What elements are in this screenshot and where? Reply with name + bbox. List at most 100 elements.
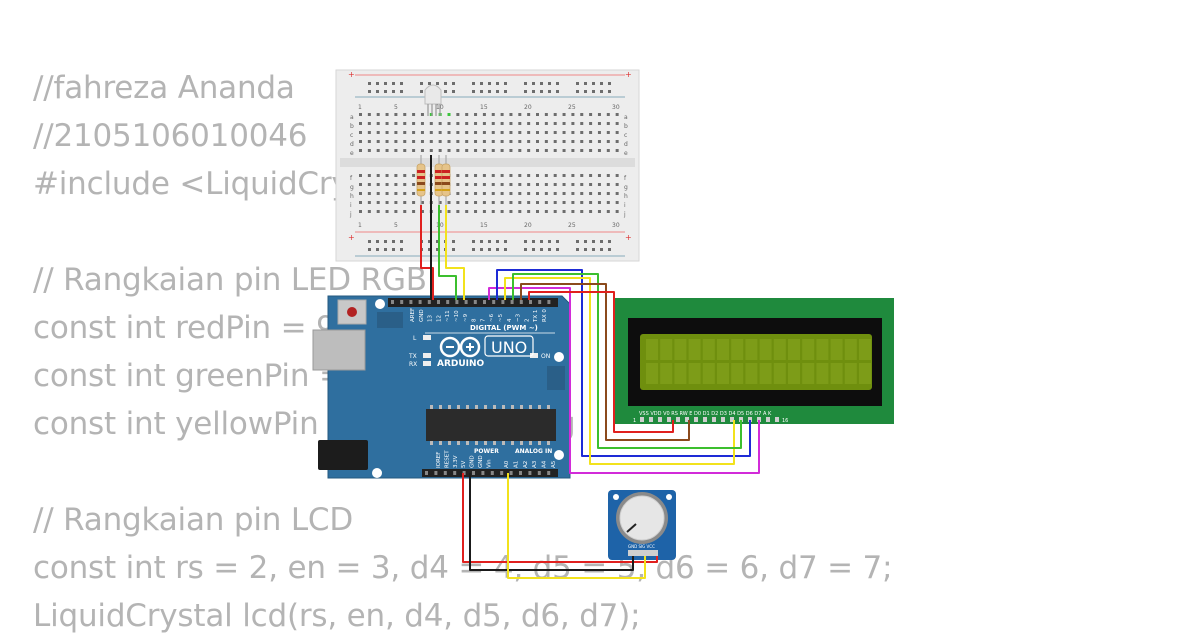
breadboard-hole	[412, 131, 416, 134]
breadboard-hole	[544, 210, 548, 213]
wire-green-led[interactable]	[438, 205, 457, 300]
resistor-2[interactable]	[434, 155, 444, 205]
breadboard-hole	[491, 113, 495, 116]
breadboard-hole	[403, 122, 407, 125]
lcd-cell	[731, 339, 744, 360]
breadboard-hole	[482, 122, 486, 125]
rail-hole	[548, 248, 551, 251]
breadboard-hole	[544, 149, 548, 152]
breadboard-hole	[589, 149, 593, 152]
led-dome	[424, 84, 442, 105]
header-pin	[418, 300, 422, 304]
breadboard-hole	[474, 192, 478, 195]
breadboard-hole	[456, 192, 460, 195]
wire-red-pot-vcc[interactable]	[462, 473, 658, 563]
wire-yellow-led[interactable]	[445, 205, 465, 300]
pot-knob-icon[interactable]	[619, 495, 665, 541]
breadboard-hole	[394, 192, 398, 195]
chip-pin	[466, 441, 469, 445]
potentiometer[interactable]: GND SIG VCC	[608, 490, 676, 560]
pot-knob-indicator	[626, 523, 637, 533]
wire-magenta-lcd[interactable]	[488, 287, 760, 474]
breadboard-hole	[553, 192, 557, 195]
wire-blue-lcd[interactable]	[496, 269, 751, 457]
breadboard-hole	[385, 131, 389, 134]
breadboard-hole	[580, 131, 584, 134]
breadboard-hole	[482, 131, 486, 134]
wire-black-pot-gnd[interactable]	[469, 473, 634, 571]
row-letter: b	[624, 123, 628, 130]
wire-yellow-lcd[interactable]	[504, 277, 735, 465]
lcd-cell	[702, 363, 715, 384]
rail-hole	[600, 82, 603, 85]
analog-pin-label: A4	[542, 460, 548, 468]
header-pin	[455, 300, 459, 304]
analog-pin-label: A3	[532, 460, 538, 468]
breadboard-hole	[571, 122, 575, 125]
rail-hole	[488, 82, 491, 85]
breadboard-hole	[465, 201, 469, 204]
row-letter: c	[350, 132, 353, 139]
breadboard-hole	[376, 210, 380, 213]
breadboard-hole	[482, 113, 486, 116]
rgb-led[interactable]	[424, 84, 442, 116]
breadboard-hole	[615, 210, 619, 213]
lcd-16x2-display[interactable]: VSS VDD V0 RS RW E D0 D1 D2 D3 D4 D5 D6 …	[614, 298, 894, 424]
breadboard-hole	[376, 174, 380, 177]
pot-pin-labels: GND SIG VCC	[628, 544, 655, 549]
breadboard-hole	[429, 122, 433, 125]
chip-pin	[457, 441, 460, 445]
lcd-pin	[775, 417, 779, 422]
wire-red-lcd[interactable]	[528, 291, 674, 433]
breadboard-hole	[571, 131, 575, 134]
breadboard-hole	[420, 149, 424, 152]
mounting-hole	[372, 468, 382, 478]
breadboard-hole	[562, 113, 566, 116]
wire-red-led[interactable]	[420, 205, 434, 300]
wire-yellow-pot-sig[interactable]	[507, 473, 646, 579]
digital-pin-label: 4	[507, 318, 513, 322]
col-number: 25	[568, 104, 576, 111]
rail-hole	[504, 240, 507, 243]
chip-pin	[520, 441, 523, 445]
breadboard-hole	[482, 183, 486, 186]
breadboard-hole	[385, 113, 389, 116]
rail-plus-label: +	[348, 70, 355, 79]
wire-brown-lcd[interactable]	[520, 283, 690, 441]
wire-green-lcd[interactable]	[512, 273, 742, 449]
breadboard-hole	[359, 113, 362, 116]
breadboard[interactable]: + + + + 1 5 10 15 20 25 30 1 5 10 15 20 …	[335, 69, 640, 262]
breadboard-hole	[403, 210, 407, 213]
row-letter: a	[624, 114, 628, 121]
row-letter: f	[624, 175, 627, 182]
breadboard-hole	[589, 192, 593, 195]
breadboard-hole	[571, 201, 575, 204]
mounting-hole	[375, 299, 385, 309]
chip-pin	[511, 405, 514, 409]
breadboard-hole	[438, 210, 442, 213]
breadboard-hole	[491, 149, 495, 152]
breadboard-hole	[367, 149, 371, 152]
rail-hole	[480, 82, 483, 85]
breadboard-hole	[420, 131, 424, 134]
header-pin	[529, 300, 532, 304]
rail-hole	[472, 248, 475, 251]
resistor-body	[416, 163, 426, 197]
breadboard-hole	[509, 174, 513, 177]
rail-hole	[420, 82, 423, 85]
chip-pin	[502, 405, 505, 409]
breadboard-hole	[527, 113, 531, 116]
power-analog-header-pins	[425, 471, 551, 475]
breadboard-hole	[580, 210, 584, 213]
resistor-1[interactable]	[416, 155, 426, 205]
breadboard-hole	[527, 192, 531, 195]
breadboard-hole	[359, 210, 362, 213]
breadboard-hole	[359, 140, 362, 143]
breadboard-hole	[429, 113, 433, 116]
breadboard-hole	[500, 113, 504, 116]
header-pin	[537, 471, 541, 475]
resistor-3[interactable]	[441, 155, 451, 205]
breadboard-hole	[394, 210, 398, 213]
